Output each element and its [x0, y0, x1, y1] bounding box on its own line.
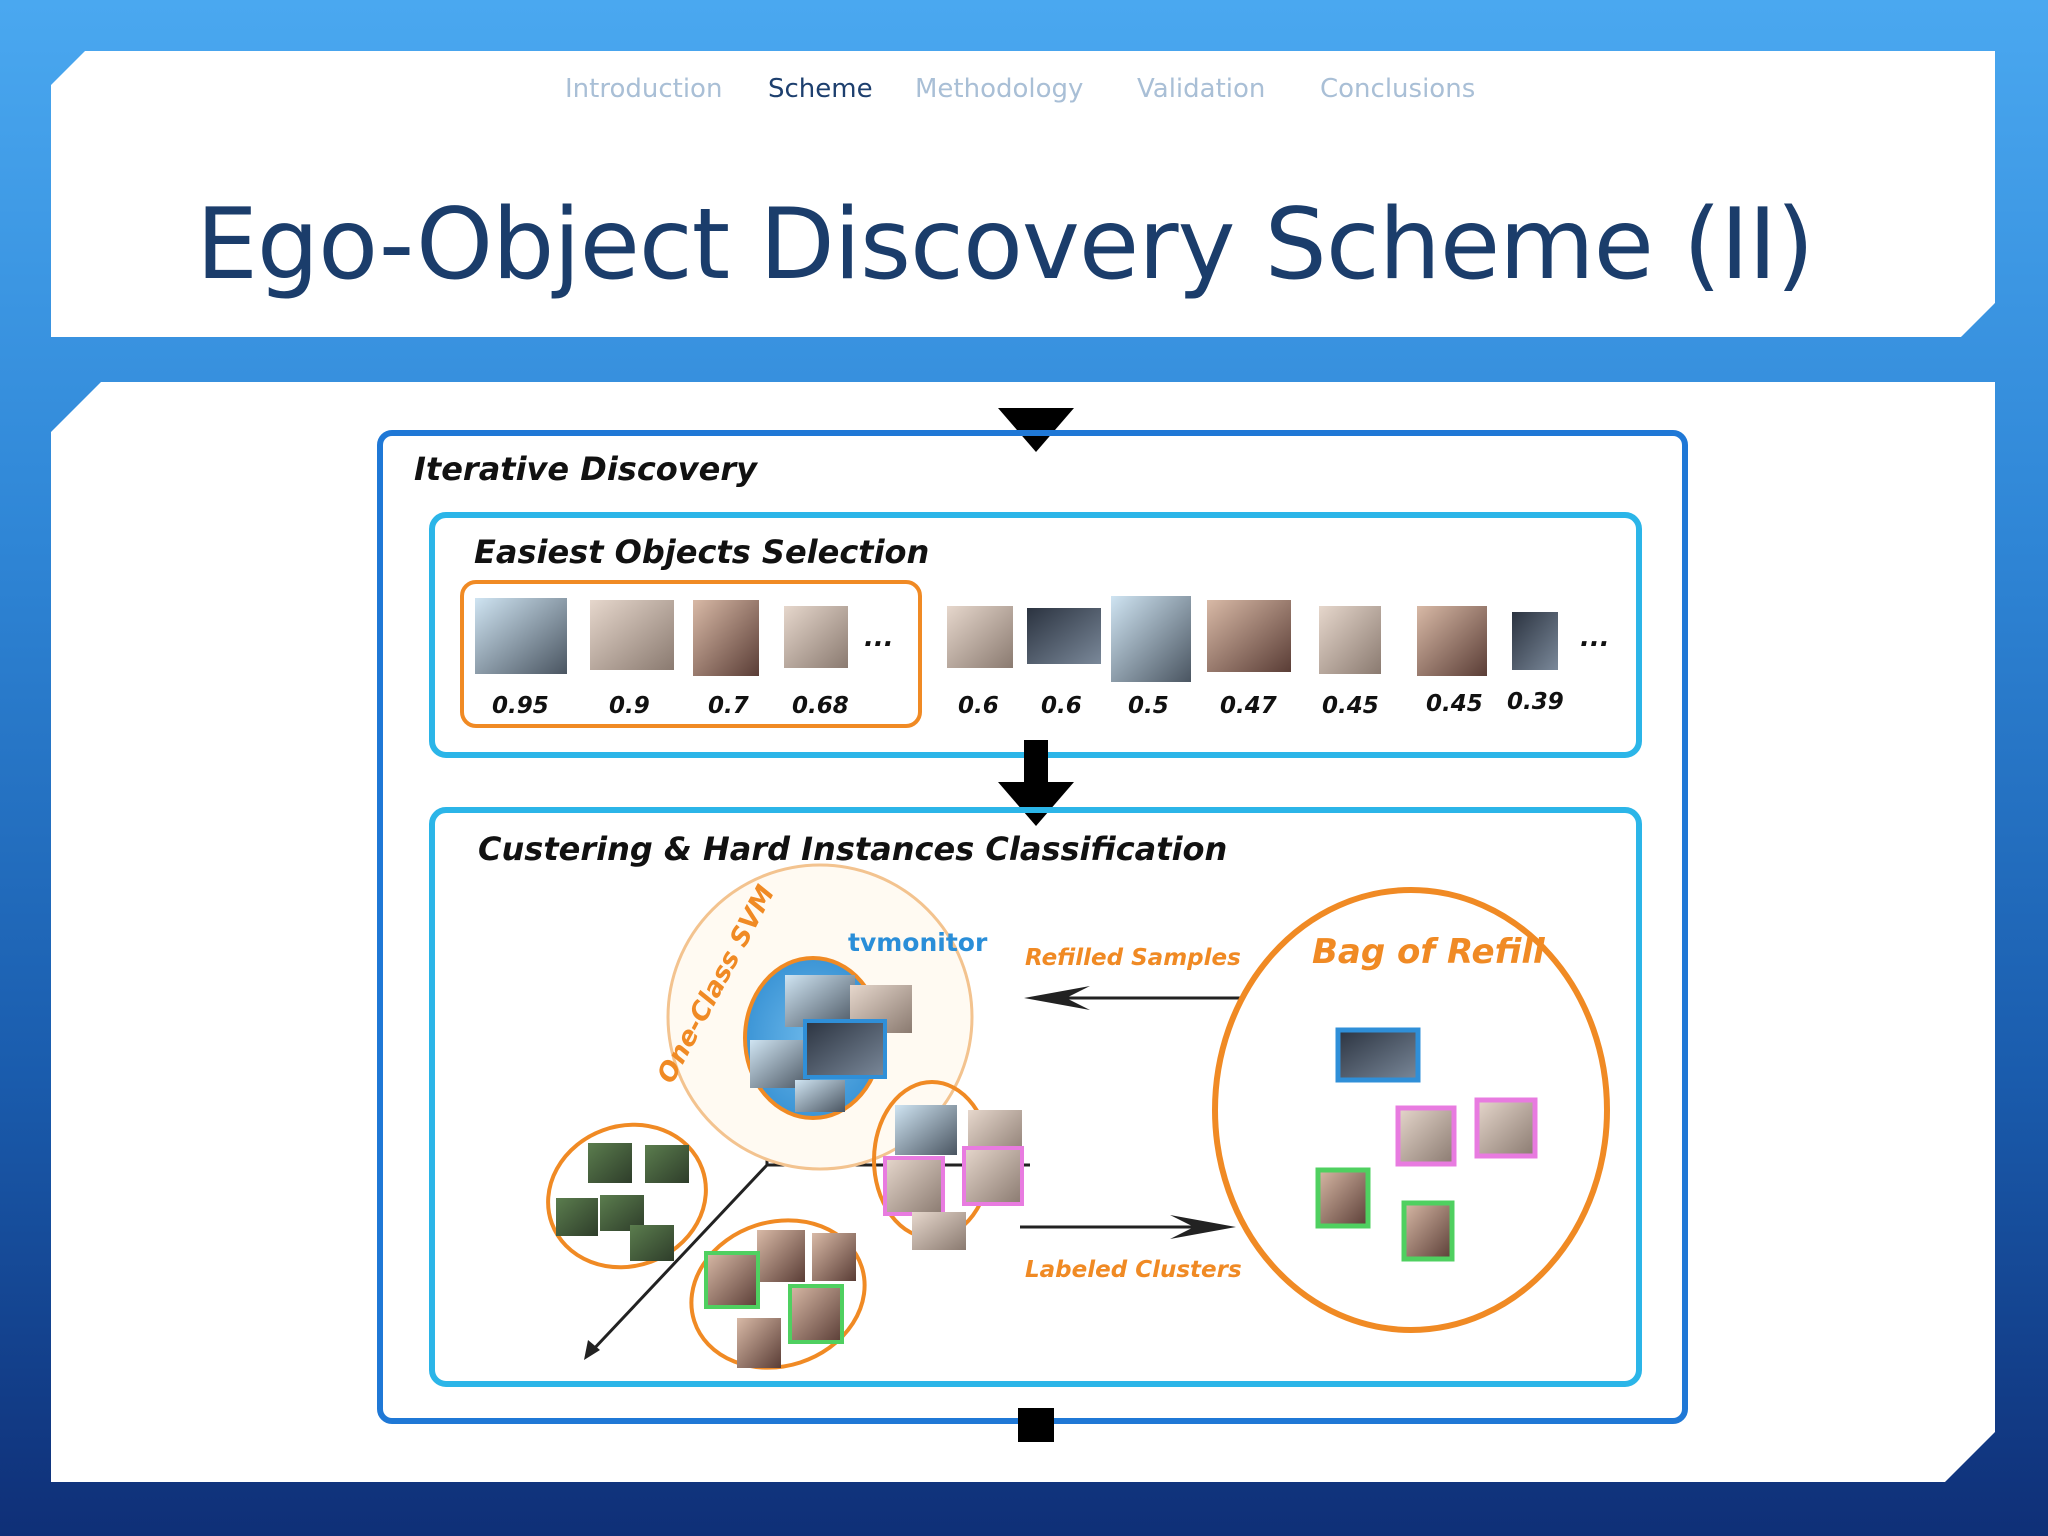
content-panel	[51, 382, 1995, 1482]
plant-cluster	[546, 1122, 708, 1270]
cluster-thumb	[812, 1233, 856, 1281]
score-label: 0.6	[1041, 693, 1082, 719]
easiest-selection-title: Easiest Objects Selection	[474, 533, 929, 571]
selected-ellipsis: ...	[864, 623, 894, 653]
clustering-title: Custering & Hard Instances Classificatio…	[478, 830, 1227, 868]
bag-of-refill-label: Bag of Refill	[1312, 932, 1546, 972]
refill-thumb-pink-box	[1474, 1097, 1538, 1159]
iterative-discovery-title: Iterative Discovery	[414, 450, 758, 488]
thumb-paper	[590, 600, 674, 670]
cluster-thumb	[795, 1080, 845, 1112]
thumb-face	[693, 600, 759, 676]
clustering-box	[429, 807, 1642, 1387]
selected-group-box	[460, 580, 922, 728]
cluster-thumb-green-box	[704, 1251, 760, 1309]
cluster-thumb	[895, 1105, 957, 1155]
thumb-cup	[1319, 606, 1381, 674]
score-label: 0.45	[1322, 693, 1379, 719]
nav-conclusions[interactable]: Conclusions	[1320, 74, 1476, 104]
score-label: 0.39	[1507, 689, 1564, 715]
score-label: 0.95	[492, 693, 549, 719]
refilled-samples-label: Refilled Samples	[1025, 945, 1241, 971]
thumb-laptop-2	[1111, 596, 1191, 682]
face-cluster	[689, 1218, 867, 1370]
score-label: 0.7	[708, 693, 749, 719]
thumb-man	[1512, 612, 1558, 670]
middle-arrow-head	[998, 782, 1074, 826]
candidates-ellipsis: ...	[1580, 623, 1610, 653]
refill-thumb-pink-box	[1395, 1105, 1457, 1167]
cluster-thumb	[757, 1230, 805, 1282]
exit-block	[1018, 1408, 1054, 1442]
cluster-thumb-pink-box	[883, 1156, 945, 1216]
cluster-thumb-pink-box	[962, 1146, 1024, 1206]
thumb-phone	[1027, 608, 1101, 664]
cluster-thumb	[556, 1198, 598, 1236]
cluster-thumb	[912, 1212, 966, 1250]
nav-validation[interactable]: Validation	[1137, 74, 1266, 104]
y-axis-head	[584, 1340, 600, 1360]
cluster-thumb	[785, 975, 855, 1027]
nav-scheme[interactable]: Scheme	[768, 74, 873, 104]
nav-introduction[interactable]: Introduction	[565, 74, 723, 104]
labeled-clusters-label: Labeled Clusters	[1025, 1257, 1242, 1283]
page-title: Ego-Object Discovery Scheme (II)	[196, 188, 1814, 302]
refill-thumb-green-box	[1315, 1167, 1371, 1229]
cluster-thumb-blue-box	[803, 1019, 887, 1079]
score-label: 0.6	[958, 693, 999, 719]
section-nav: Introduction Scheme Methodology Validati…	[0, 74, 2048, 114]
cluster-thumb	[645, 1145, 689, 1183]
labeled-arrow-head	[1170, 1215, 1236, 1239]
thumb-screen-pink	[784, 606, 848, 668]
thumb-hand	[947, 606, 1013, 668]
y-axis	[588, 1163, 769, 1355]
cluster-thumb	[737, 1318, 781, 1368]
thumb-person	[1207, 600, 1291, 672]
refilled-arrow-head	[1024, 986, 1090, 1010]
refill-thumb-blue-box	[1335, 1027, 1421, 1083]
score-label: 0.9	[609, 693, 650, 719]
thumb-laptop-1	[475, 598, 567, 674]
cluster-thumb	[630, 1225, 674, 1261]
middle-arrow-shaft	[1024, 740, 1048, 784]
score-label: 0.47	[1220, 693, 1277, 719]
class-label: tvmonitor	[848, 928, 988, 957]
cluster-thumb	[588, 1143, 632, 1183]
bag-of-refill	[1212, 887, 1610, 1333]
thumb-group	[1417, 606, 1487, 676]
nav-methodology[interactable]: Methodology	[915, 74, 1084, 104]
header-panel	[51, 51, 1995, 337]
score-label: 0.5	[1128, 693, 1169, 719]
score-label: 0.45	[1426, 691, 1483, 717]
refill-thumb-green-box	[1401, 1200, 1455, 1262]
cluster-thumb-green-box	[788, 1284, 844, 1344]
score-label: 0.68	[792, 693, 849, 719]
